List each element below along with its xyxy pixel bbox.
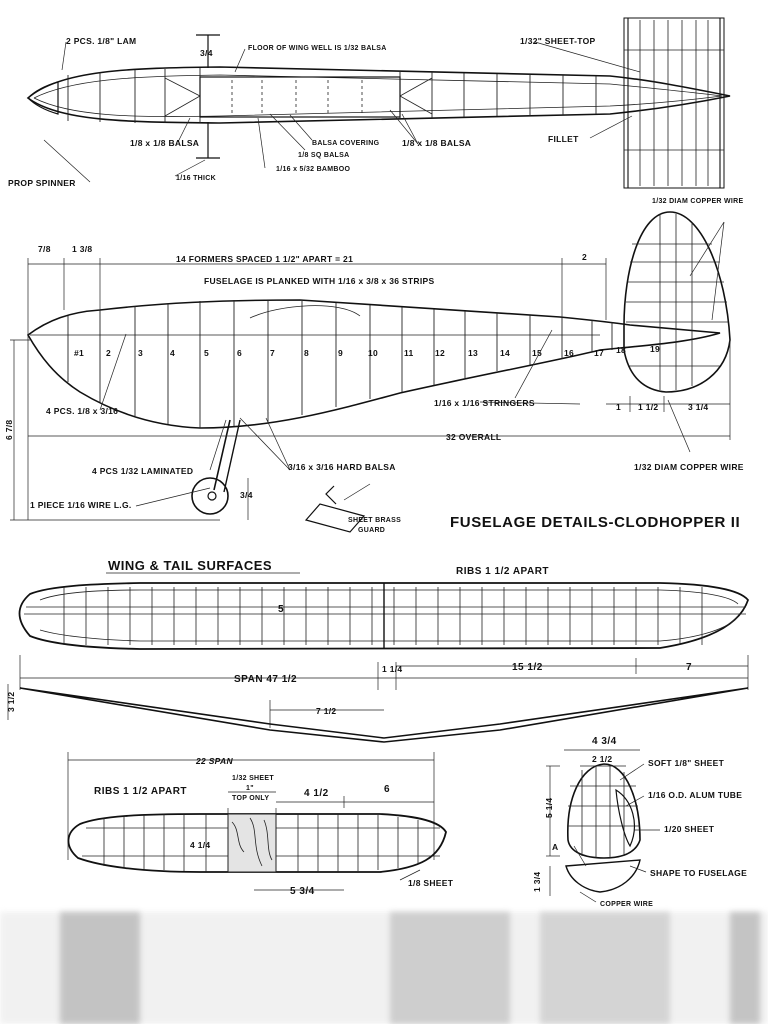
fin-base: 1 3/4: [532, 872, 542, 892]
fin-alum-tube: 1/16 O.D. ALUM TUBE: [648, 790, 742, 800]
former-number: 4: [170, 348, 175, 358]
fin-soft-sheet: SOFT 1/8" SHEET: [648, 758, 725, 768]
label-height: 6 7/8: [4, 420, 14, 440]
label-laminated: 4 PCS 1/32 LAMINATED: [92, 466, 193, 476]
wing-dim-tip: 7: [686, 662, 692, 673]
former-number: 14: [500, 348, 510, 358]
former-number: 6: [237, 348, 242, 358]
label-copper-wire-bottom: 1/32 DIAM COPPER WIRE: [634, 462, 744, 472]
fin-shape: SHAPE TO FUSELAGE: [650, 868, 747, 878]
former-numbers: #1 2 3 4 5 6 7 8 9 10 11 12 13 14 15 16 …: [74, 344, 660, 358]
fin-section-a: A: [552, 842, 558, 852]
former-number: 2: [106, 348, 111, 358]
stab-dim-half: 4 1/2: [304, 788, 329, 799]
stab-ribs: RIBS 1 1/2 APART: [94, 786, 187, 797]
former-number: 18: [616, 345, 626, 355]
wing-plan: WING & TAIL SURFACES RIBS 1 1/2 APART 5 …: [6, 558, 750, 743]
fin-copper: COPPER WIRE: [600, 901, 653, 908]
blurred-drawing-fragment: [730, 912, 760, 1024]
former-number: #1: [74, 348, 84, 358]
former-number: 5: [204, 348, 209, 358]
former-number: 17: [594, 348, 604, 358]
label-formers: 14 FORMERS SPACED 1 1/2" APART = 21: [176, 254, 353, 264]
former-number: 8: [304, 348, 309, 358]
label-pcs-left: 4 PCS. 1/8 x 3/16: [46, 406, 118, 416]
label-dim-3-4: 3/4: [200, 48, 213, 58]
blurred-drawing-fragment: [390, 912, 510, 1024]
label-wire-lg: 1 PIECE 1/16 WIRE L.G.: [30, 500, 132, 510]
stab-top-only: TOP ONLY: [232, 795, 269, 802]
drawing-title: FUSELAGE DETAILS-CLODHOPPER II: [450, 514, 740, 531]
wing-chord: 5: [278, 604, 284, 615]
wing-dim-center: 1 1/4: [382, 664, 402, 674]
former-number: 10: [368, 348, 378, 358]
former-number: 15: [532, 348, 542, 358]
label-planked: FUSELAGE IS PLANKED WITH 1/16 x 3/8 x 36…: [204, 276, 434, 286]
fin-height: 5 1/4: [544, 798, 554, 818]
label-balsa-right: 1/8 x 1/8 BALSA: [402, 138, 471, 148]
label-fillet: FILLET: [548, 134, 579, 144]
label-bamboo: 1/16 x 5/32 BAMBOO: [276, 166, 351, 173]
label-lam: 2 PCS. 1/8" LAM: [66, 36, 136, 46]
stabilizer-plan: 22 SPAN RIBS 1 1/2 APART 1/32 SHEET 1" T…: [67, 752, 454, 897]
label-thick: 1/16 THICK: [176, 175, 216, 182]
blurred-drawing-fragment: [60, 912, 140, 1024]
wing-span: SPAN 47 1/2: [234, 674, 297, 685]
label-overall: 32 OVERALL: [446, 432, 501, 442]
fin-detail: 4 3/4 2 1/2 SOFT 1/8" SHEET 1/16 O.D. AL…: [532, 736, 747, 908]
wing-header: WING & TAIL SURFACES: [108, 558, 272, 573]
label-sq-balsa: 1/8 SQ BALSA: [298, 152, 349, 159]
label-prop-spinner: PROP SPINNER: [8, 178, 76, 188]
fuselage-side-view: #1 2 3 4 5 6 7 8 9 10 11 12 13 14 15 16 …: [4, 198, 744, 534]
stab-one-inch: 1": [246, 785, 254, 792]
blurred-drawing-fragment: [540, 912, 670, 1024]
label-sheet-top: 1/32" SHEET-TOP: [520, 36, 595, 46]
label-dim-2: 2: [582, 252, 587, 262]
label-balsa-left: 1/8 x 1/8 BALSA: [130, 138, 199, 148]
wing-dihedral-left: 3 1/2: [6, 692, 16, 712]
wing-ribs: RIBS 1 1/2 APART: [456, 566, 549, 577]
former-number: 11: [404, 348, 414, 358]
stab-sheet-bottom: 1/8 SHEET: [408, 878, 454, 888]
label-hard-balsa: 3/16 x 3/16 HARD BALSA: [288, 462, 396, 472]
former-number: 7: [270, 348, 275, 358]
stab-chord: 4 1/4: [190, 840, 210, 850]
wing-dihedral-center: 7 1/2: [316, 706, 336, 716]
label-dim-7-8: 7/8: [38, 244, 51, 254]
fin-top: 2 1/2: [592, 754, 612, 764]
former-number: 12: [435, 348, 445, 358]
label-guard: GUARD: [358, 527, 385, 534]
wing-ribs: [63, 587, 703, 645]
label-dim-3-1-4: 3 1/4: [688, 402, 708, 412]
fin-sheet-20: 1/20 SHEET: [664, 824, 715, 834]
stab-dim-tip: 6: [384, 784, 390, 795]
stab-sheet: 1/32 SHEET: [232, 775, 274, 782]
label-floor: FLOOR OF WING WELL IS 1/32 BALSA: [248, 45, 387, 52]
former-number: 16: [564, 348, 574, 358]
stab-span: 22 SPAN: [195, 756, 233, 766]
stab-center: 5 3/4: [290, 886, 315, 897]
former-number: 13: [468, 348, 478, 358]
former-number: 9: [338, 348, 343, 358]
label-dim-1-3-8: 1 3/8: [72, 244, 92, 254]
wing-dim-mid: 15 1/2: [512, 662, 543, 673]
label-copper-wire-top: 1/32 DIAM COPPER WIRE: [652, 198, 744, 205]
fin-width: 4 3/4: [592, 736, 617, 747]
fuselage-top-view: 2 PCS. 1/8" LAM FLOOR OF WING WELL IS 1/…: [8, 17, 731, 189]
label-brass: SHEET BRASS: [348, 517, 401, 524]
label-balsa-covering: BALSA COVERING: [312, 140, 380, 147]
label-dim-1: 1: [616, 402, 621, 412]
label-stringers: 1/16 x 1/16 STRINGERS: [434, 398, 535, 408]
former-number: 3: [138, 348, 143, 358]
former-number: 19: [650, 344, 660, 354]
label-wheel-dim: 3/4: [240, 490, 253, 500]
label-dim-1-1-2: 1 1/2: [638, 402, 658, 412]
